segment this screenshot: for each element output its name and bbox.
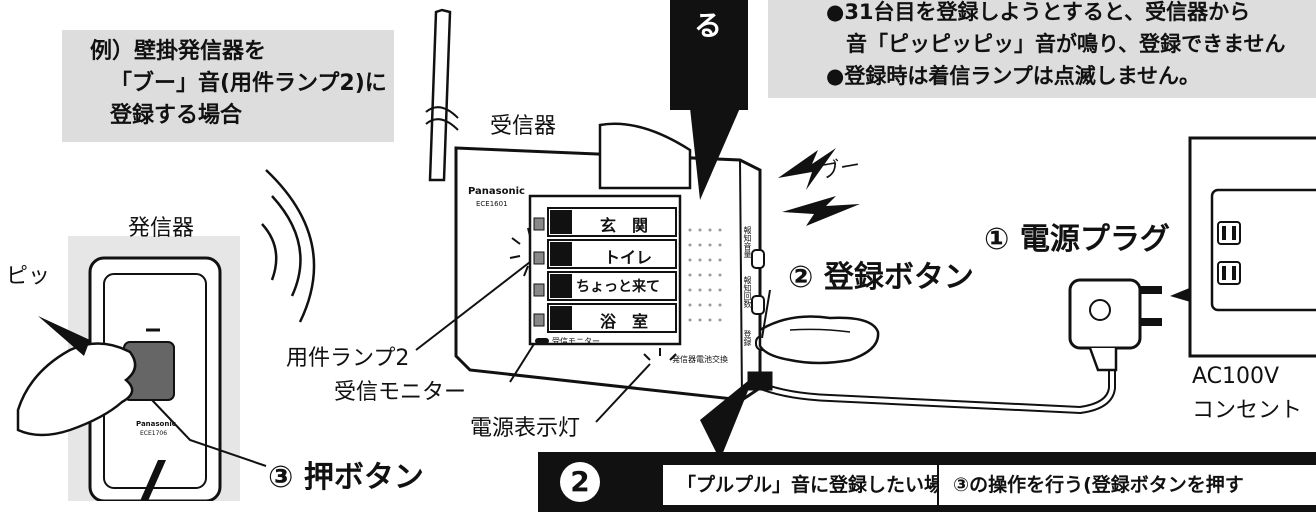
step2-cell-action: ③の操作を行う(登録ボタンを押す xyxy=(938,464,1316,506)
hand-register xyxy=(758,315,880,365)
power-plug-label: ① 電源プラグ xyxy=(984,222,1170,257)
panel-monitor-label: 受信モニター xyxy=(552,337,600,346)
transmitter xyxy=(68,236,240,501)
transmitter-label: 発信器 xyxy=(128,216,195,241)
note-line1: ●31台目を登録しようとすると、受信器から xyxy=(826,0,1251,24)
panel-item-1: 玄 関 xyxy=(600,216,649,235)
outlet-voltage-label: AC100V xyxy=(1192,364,1280,389)
tab-pointer xyxy=(690,108,740,200)
example-line1: 例）壁掛発信器を xyxy=(90,39,267,64)
step2-cell-condition: 「プルプル」音に登録したい場合は xyxy=(662,464,981,506)
note-line3: ●登録時は着信ランプは点滅しません。 xyxy=(826,64,1201,88)
side-label-register: 登録 xyxy=(743,330,752,346)
panel-item-2: トイレ xyxy=(604,248,653,267)
receiver-label: 受信器 xyxy=(490,114,557,139)
battery-label: 発信器電池交換 xyxy=(672,355,728,364)
example-text: 例）壁掛発信器を 「ブー」音(用件ランプ2)に 登録する場合 xyxy=(90,36,387,132)
register-button-label: ② 登録ボタン xyxy=(788,260,974,295)
example-box xyxy=(62,30,394,142)
side-label-count: 報知回数 xyxy=(743,276,752,308)
plug xyxy=(1068,278,1162,372)
leader-lines xyxy=(151,261,771,467)
example-line3: 登録する場合 xyxy=(110,103,243,128)
receiver-model: ECE1601 xyxy=(476,200,508,208)
transmitter-brand: Panasonic xyxy=(136,420,176,428)
note-box xyxy=(768,0,1316,98)
sound-bolts xyxy=(778,148,860,226)
panel-item-4: 浴 室 xyxy=(600,312,649,331)
illustration xyxy=(16,8,1316,501)
bottom-pointer xyxy=(140,460,166,501)
power-cable xyxy=(747,370,1116,415)
beep-wedge xyxy=(38,316,90,356)
panel-item-3: ちょっと来て xyxy=(576,279,660,295)
speaker-grille xyxy=(688,228,722,322)
receiver-brand: Panasonic xyxy=(468,186,525,197)
outlet xyxy=(1188,136,1316,358)
side-label-volume: 報知音量 xyxy=(743,226,752,258)
antenna xyxy=(425,8,459,182)
push-button-label: ③ 押ボタン xyxy=(268,460,424,495)
step-tab xyxy=(670,0,748,110)
lamp2-burst xyxy=(509,227,531,277)
beep-label: ピッ xyxy=(6,264,51,289)
transmitter-model: ECE1706 xyxy=(140,430,168,437)
hand-push xyxy=(16,342,137,437)
sound-waves xyxy=(261,169,316,323)
monitor-label: 受信モニター xyxy=(334,380,467,405)
step2-number: 2 xyxy=(560,462,600,502)
lamp2-label: 用件ランプ2 xyxy=(286,346,410,371)
step-tab-char: る xyxy=(694,9,723,42)
receiver-body xyxy=(454,122,762,402)
power-lamp-burst xyxy=(643,348,677,361)
step2-pointer xyxy=(700,376,754,460)
power-lamp-label: 電源表示灯 xyxy=(470,416,581,441)
outlet-label: コンセント xyxy=(1192,398,1303,423)
example-line2: 「ブー」音(用件ランプ2)に xyxy=(110,71,387,96)
note-text: ●31台目を登録しようとすると、受信器から 音「ピッピッピッ」音が鳴り、登録でき… xyxy=(826,0,1286,92)
note-line2: 音「ピッピッピッ」音が鳴り、登録できません xyxy=(846,32,1286,56)
